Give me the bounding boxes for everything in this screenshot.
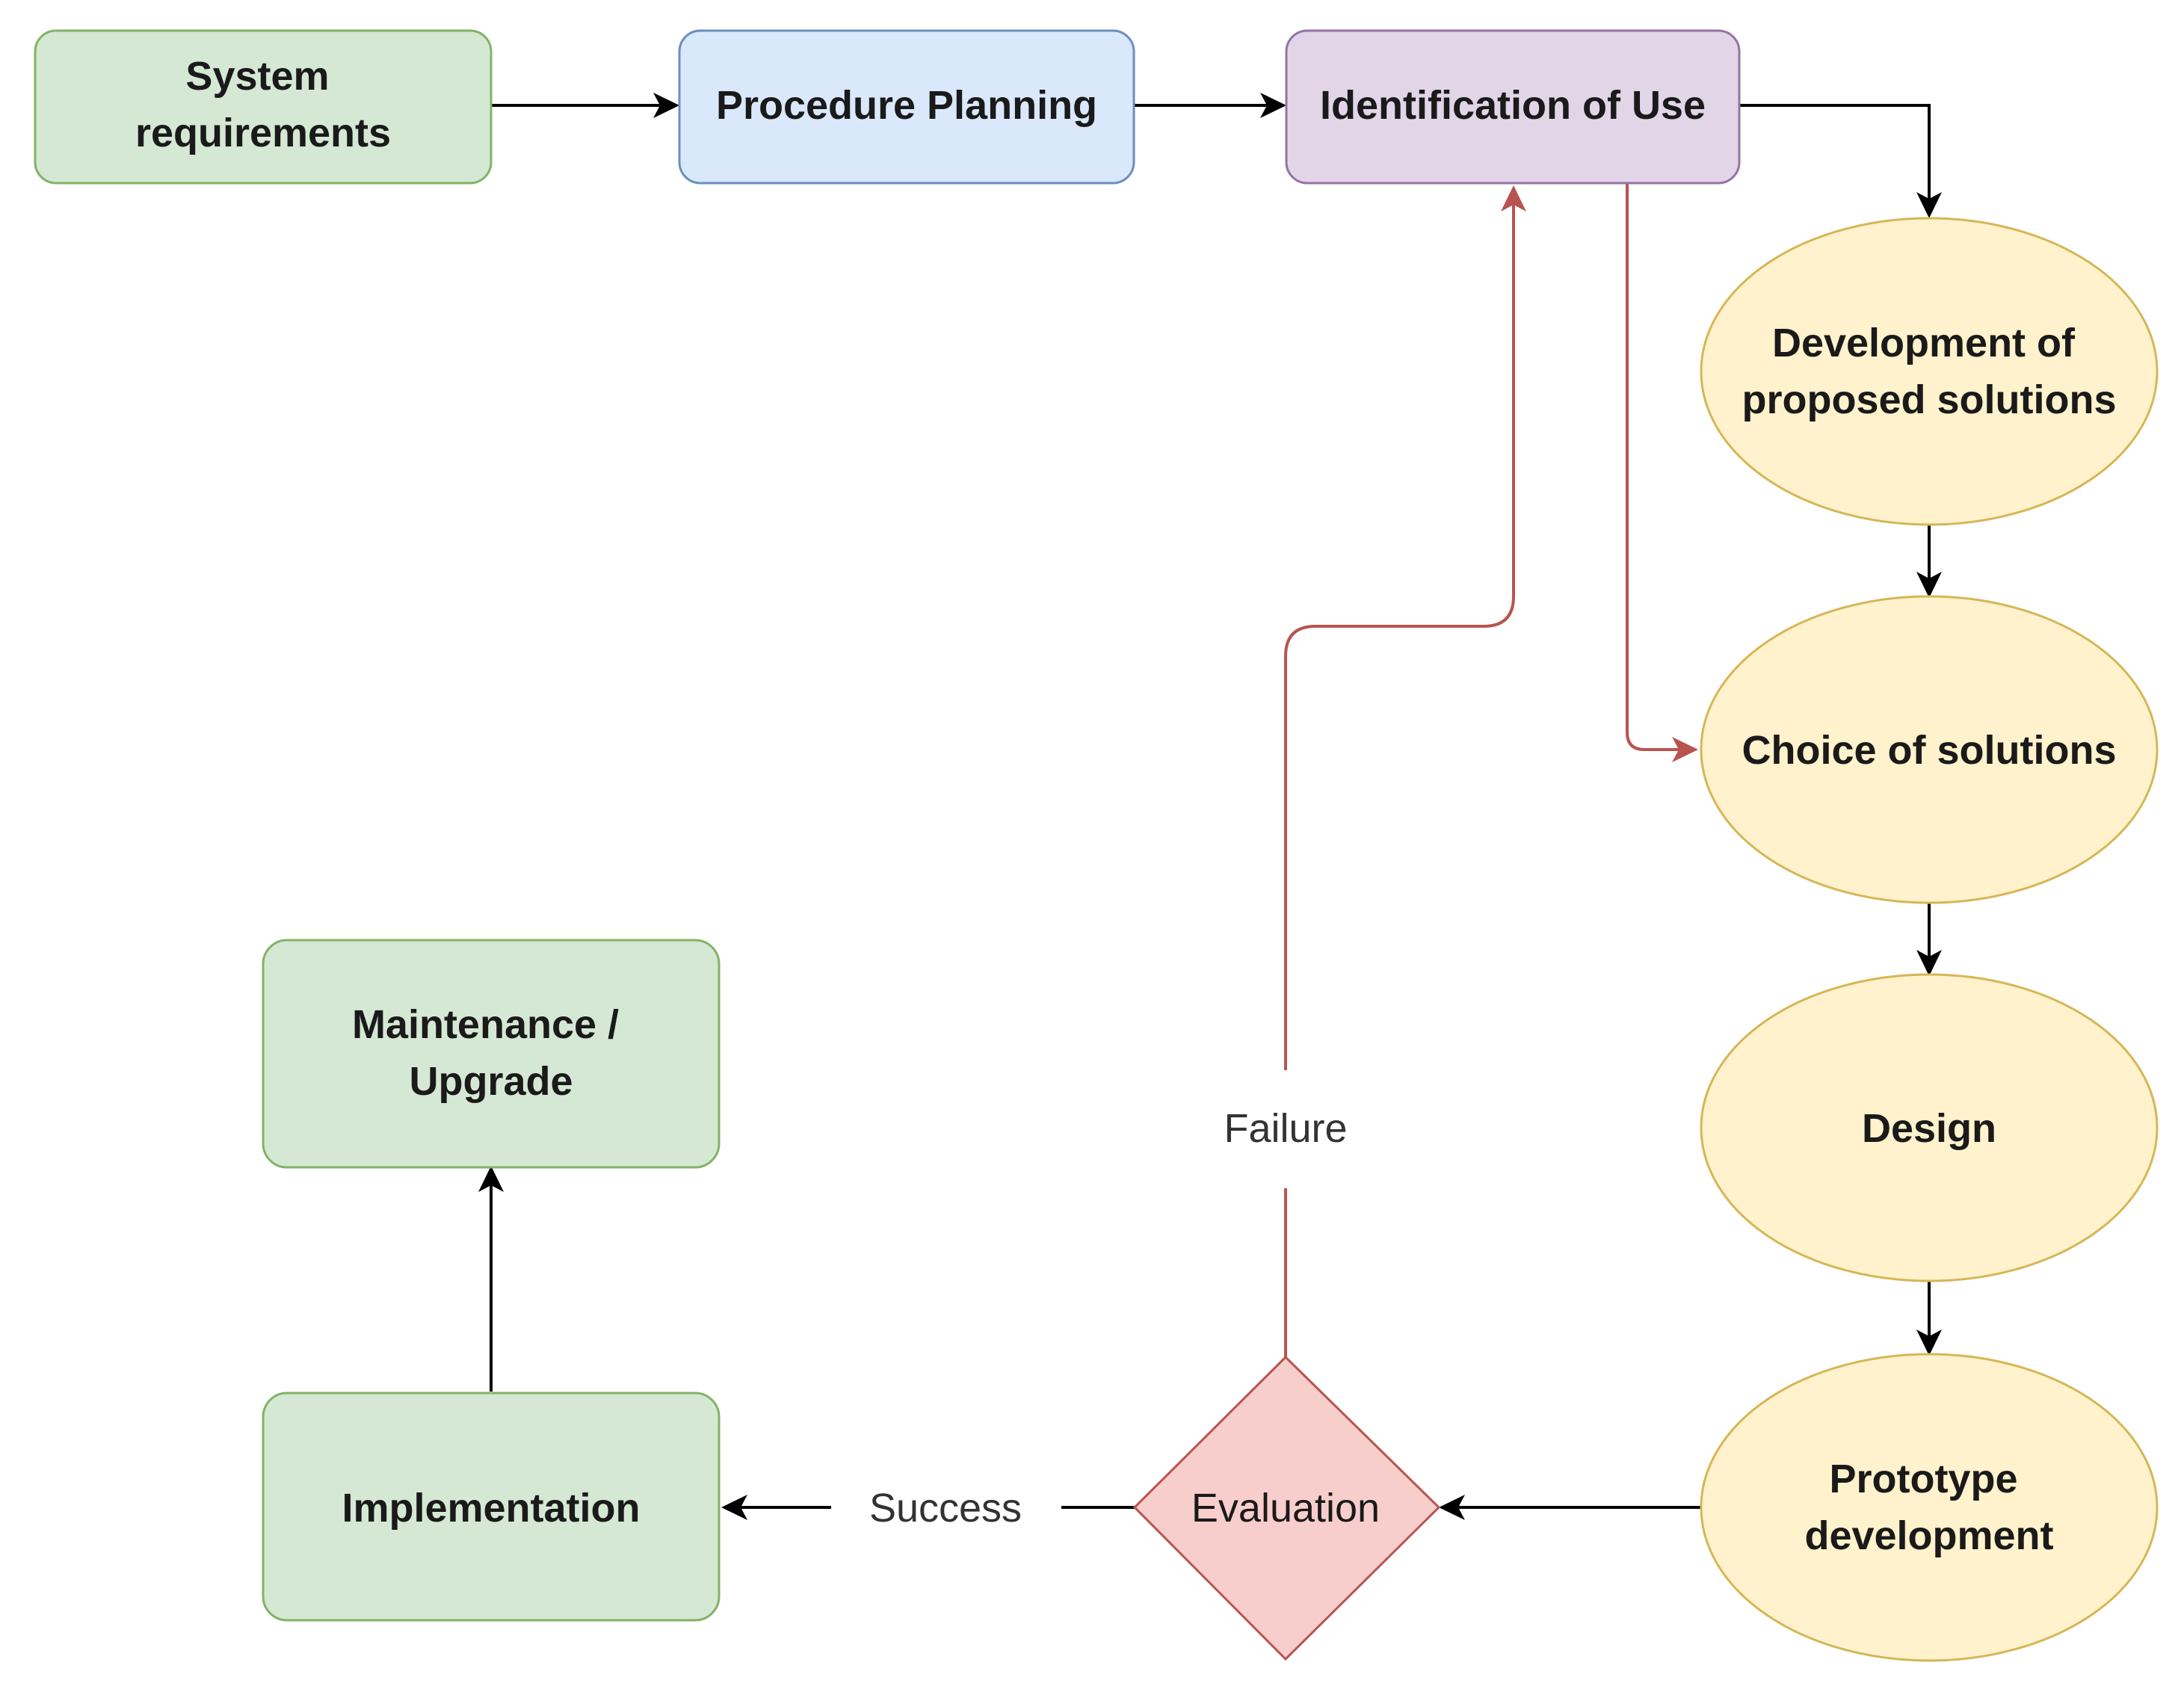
arrowhead-into-design (1916, 950, 1942, 976)
node-implementation[interactable]: Implementation (262, 1392, 721, 1622)
nodes: System requirements Procedure Planning I… (34, 29, 2159, 1662)
node-shape (1285, 29, 1741, 185)
edges (490, 103, 1931, 1509)
node-label-line-2: Upgrade (409, 1059, 573, 1104)
node-shape (1700, 217, 2159, 526)
arrowhead-into-identification-of-use (1260, 93, 1286, 118)
node-label-line-1: Design (1862, 1106, 1996, 1151)
node-label: Identification of Use (1320, 83, 1706, 128)
edge-labels: Success Failure (869, 1106, 1348, 1531)
node-shape (34, 29, 493, 185)
node-procedure-planning[interactable]: Procedure Planning (678, 29, 1135, 185)
node-label: Prototype development (1804, 1457, 2053, 1558)
node-label-line-1: Development of (1772, 321, 2076, 365)
node-prototype-development[interactable]: Prototype development (1700, 1353, 2159, 1662)
arrowheads (478, 93, 1942, 1520)
arrowhead-red-into-choice (1672, 737, 1698, 762)
node-label-line-2: proposed solutions (1742, 377, 2116, 422)
arrowhead-into-procedure-planning (653, 93, 679, 118)
node-label: Evaluation (1191, 1486, 1380, 1531)
arrowhead-into-evaluation (1439, 1495, 1465, 1520)
node-identification-of-use[interactable]: Identification of Use (1285, 29, 1741, 185)
node-choice-of-solutions[interactable]: Choice of solutions (1700, 595, 2159, 904)
node-label-line-1: Procedure Planning (716, 83, 1097, 128)
arrowhead-into-development (1916, 192, 1942, 218)
node-design[interactable]: Design (1700, 973, 2159, 1282)
arrowhead-into-maintenance (478, 1166, 504, 1192)
node-label: Maintenance / Upgrade (352, 1002, 630, 1104)
node-evaluation[interactable]: Evaluation (1132, 1355, 1441, 1661)
arrowhead-into-prototype (1916, 1330, 1942, 1356)
node-development-of-proposed-solutions[interactable]: Development of proposed solutions (1700, 217, 2159, 526)
node-maintenance-upgrade[interactable]: Maintenance / Upgrade (262, 939, 721, 1169)
node-shape (678, 29, 1135, 185)
arrowhead-into-choice (1916, 572, 1942, 598)
node-system-requirements[interactable]: System requirements (34, 29, 493, 185)
edge-label-success: Success (869, 1486, 1022, 1531)
node-label: System requirements (135, 54, 391, 155)
node-label: Design (1862, 1106, 1996, 1151)
node-label-line-1: Choice of solutions (1742, 728, 2116, 773)
node-label-line-2: development (1804, 1513, 2053, 1558)
node-label-line-1: Identification of Use (1320, 83, 1706, 128)
node-label-line-1: Evaluation (1191, 1486, 1380, 1531)
node-label: Choice of solutions (1742, 728, 2116, 773)
node-shape (1700, 1353, 2159, 1662)
node-label: Development of proposed solutions (1742, 321, 2116, 422)
arrowhead-red-into-identification (1501, 185, 1526, 211)
edge-label-failure: Failure (1224, 1106, 1347, 1151)
node-shape (1700, 595, 2159, 904)
node-label-line-1: Implementation (342, 1486, 640, 1531)
node-shape (262, 1392, 721, 1622)
edge-identification-to-choice (1626, 182, 1689, 751)
node-shape (1132, 1355, 1441, 1661)
node-label-line-1: Prototype (1829, 1457, 2017, 1501)
node-label: Implementation (342, 1486, 640, 1531)
node-shape (1700, 973, 2159, 1282)
arrowhead-into-implementation (721, 1495, 747, 1520)
edge-evaluation-to-identification-part2 (1284, 194, 1515, 1070)
node-label-line-1: System (185, 54, 329, 99)
node-label: Procedure Planning (716, 83, 1097, 128)
edge-identification-to-development (1739, 104, 1931, 209)
node-shape (262, 939, 721, 1169)
node-label-line-2: requirements (135, 111, 391, 155)
node-label-line-1: Maintenance / (352, 1002, 619, 1047)
